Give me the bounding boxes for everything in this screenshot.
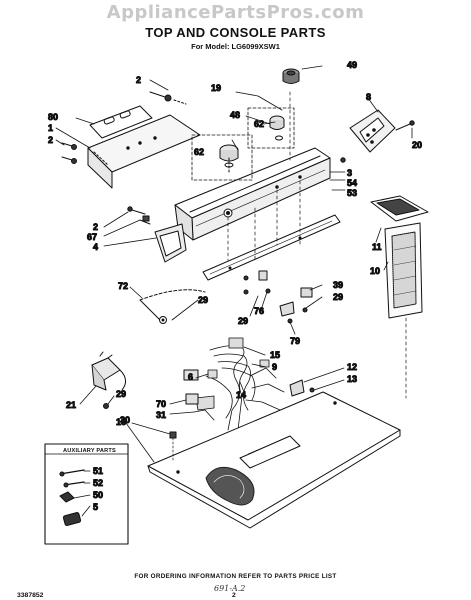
callout-label: 2	[48, 135, 53, 145]
left-end-cap	[127, 206, 187, 263]
callout-label: 10	[370, 266, 380, 276]
callout-label-base: 16	[116, 417, 126, 427]
callout-leader-lines	[55, 65, 413, 517]
callout-label: 62	[194, 147, 204, 157]
callout-label: 5	[93, 502, 98, 512]
model-subtitle: For Model: LG6099XSW1	[191, 42, 280, 51]
callout-label: 31	[156, 410, 166, 420]
timer-motor	[91, 351, 126, 409]
callout-label: 4	[93, 242, 98, 252]
top-knob	[282, 68, 300, 84]
console-top	[174, 147, 331, 241]
callout-label: 48	[230, 110, 240, 120]
callout-label: 3	[347, 168, 352, 178]
callout-label: 2	[93, 222, 98, 232]
callout-label: 52	[93, 478, 103, 488]
callout-label: 6	[188, 372, 193, 382]
callout-label: 29	[116, 389, 126, 399]
callout-label: 29	[333, 292, 343, 302]
watermark: AppliancePartsPros.com	[106, 2, 365, 23]
document-number: 3387852	[17, 592, 44, 599]
screw-right	[340, 120, 415, 163]
callout-label: 19	[211, 83, 221, 93]
handwritten-note: 691-A.2	[214, 584, 246, 593]
callout-label: 39	[333, 280, 343, 290]
wire-harness	[193, 337, 285, 431]
callout-label: 80	[48, 112, 58, 122]
small-switch-parts	[243, 270, 313, 324]
page-number: 2	[232, 592, 236, 599]
callout-label: 79	[290, 336, 300, 346]
right-end-cap	[349, 109, 396, 153]
callout-numbers: 2 49 19 8 80 1 2 48 62 62 20 3 54 53 2 6…	[48, 60, 423, 513]
callout-label: 14	[236, 390, 246, 400]
callout-label: 51	[93, 466, 103, 476]
callout-label: 13	[347, 374, 357, 384]
callout-label: 20	[412, 140, 422, 150]
terminal-blocks	[183, 369, 199, 405]
callout-label: 15	[270, 350, 280, 360]
callout-label: 29	[238, 316, 248, 326]
auxiliary-parts-title: AUXILIARY PARTS	[63, 448, 116, 454]
callout-label: 53	[347, 188, 357, 198]
console-bracket	[202, 214, 341, 281]
callout-label: 11	[372, 242, 382, 252]
callout-label: 2	[136, 75, 141, 85]
door-switch-parts	[289, 379, 315, 397]
callout-label: 8	[366, 92, 371, 102]
timer-knob-assembly	[191, 134, 253, 181]
screw-set-left	[61, 91, 187, 164]
callout-label: 67	[87, 232, 97, 242]
callout-label: 30	[120, 415, 130, 425]
lint-screen	[370, 195, 429, 319]
control-panel-plate	[89, 105, 153, 139]
page-title: TOP AND CONSOLE PARTS	[145, 25, 326, 40]
callout-label: 1	[48, 123, 53, 133]
callout-label: 21	[66, 400, 76, 410]
callout-label: 49	[347, 60, 357, 70]
callout-label: 76	[254, 306, 264, 316]
callout-label: 12	[347, 362, 357, 372]
lamp-cord	[139, 289, 206, 324]
callout-label: 70	[156, 399, 166, 409]
ordering-note: FOR ORDERING INFORMATION REFER TO PARTS …	[134, 573, 337, 580]
callout-label: 62	[254, 119, 264, 129]
auxiliary-parts-box	[44, 443, 129, 545]
callout-label: 9	[272, 362, 277, 372]
callout-label: 72	[118, 281, 128, 291]
callout-label: 50	[93, 490, 103, 500]
callout-label: 29	[198, 295, 208, 305]
assembly-leader-lines	[227, 91, 301, 261]
callout-label: 54	[347, 178, 357, 188]
clip	[169, 431, 177, 461]
dryer-top-base	[147, 391, 401, 529]
